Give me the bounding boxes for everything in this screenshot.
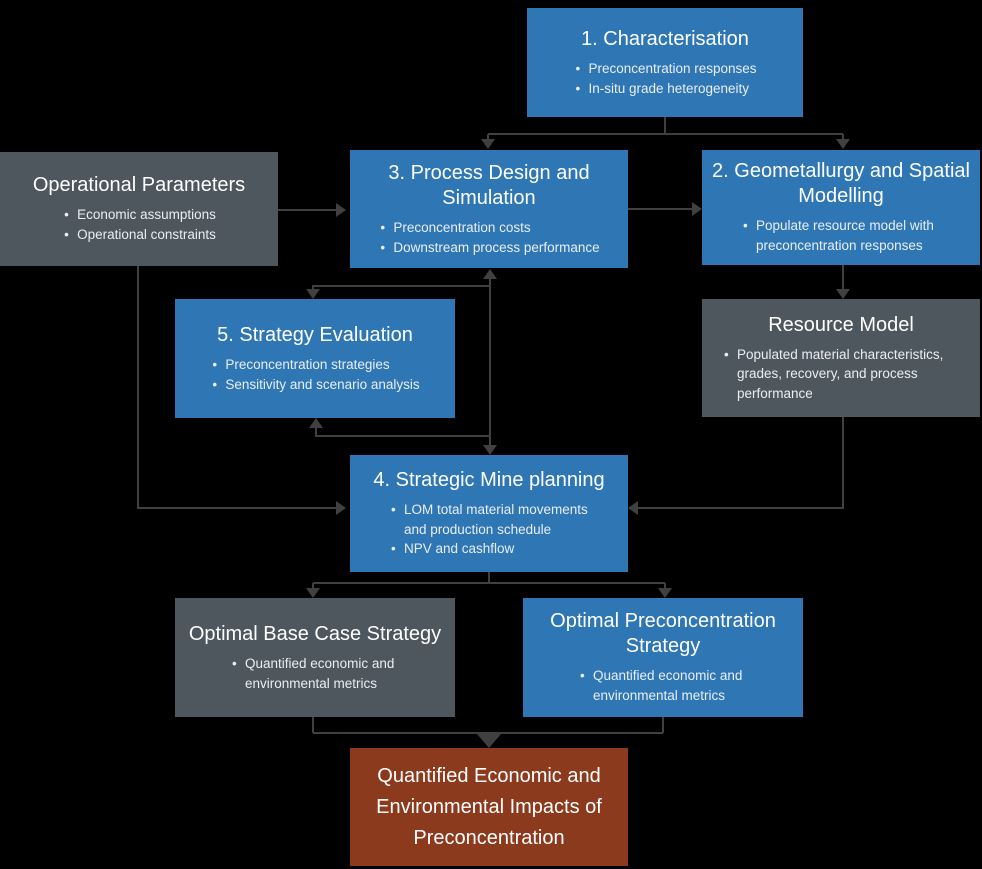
box-resource-model: Resource Model Populated material charac… xyxy=(702,299,980,417)
connector-evaluation-to-planning xyxy=(309,418,490,437)
box-characterisation-title: 1. Characterisation xyxy=(581,27,749,50)
bullet-item: Preconcentration responses xyxy=(573,59,756,79)
box-characterisation-bullets: Preconcentration responses In-situ grade… xyxy=(573,59,756,98)
connector-process-to-evaluation xyxy=(306,285,490,299)
connector-opparams-to-process xyxy=(278,203,346,217)
arrowhead-up-icon xyxy=(309,418,323,428)
box-optimal-base-case: Optimal Base Case Strategy Quantified ec… xyxy=(175,598,455,717)
bullet-item: Populate resource model with preconcentr… xyxy=(741,216,941,255)
box-strategy-evaluation-bullets: Preconcentration strategies Sensitivity … xyxy=(210,355,419,394)
arrowhead-right-icon xyxy=(336,203,346,217)
box-operational-parameters-bullets: Economic assumptions Operational constra… xyxy=(62,205,216,244)
arrowhead-left-icon xyxy=(628,501,638,515)
box-process-design-title: 3. Process Design and Simulation xyxy=(388,161,590,209)
bullet-item: Quantified economic and environmental me… xyxy=(578,666,748,705)
box-optimal-base-case-title: Optimal Base Case Strategy xyxy=(188,622,442,645)
connector-process-to-geomet xyxy=(628,202,702,216)
box-optimal-preconcentration-bullets: Quantified economic and environmental me… xyxy=(578,666,748,705)
bullet-item: Economic assumptions xyxy=(62,205,216,225)
bullet-item: Quantified economic and environmental me… xyxy=(230,654,400,693)
arrowhead-down-icon xyxy=(306,588,320,598)
bullet-item: Preconcentration strategies xyxy=(210,355,419,375)
bullet-item: In-situ grade heterogeneity xyxy=(573,79,756,99)
arrowhead-right-icon xyxy=(336,501,346,515)
box-strategic-mine-planning: 4. Strategic Mine planning LOM total mat… xyxy=(350,455,628,572)
connector-characterisation-split xyxy=(481,117,850,149)
box-resource-model-title: Resource Model xyxy=(768,313,914,336)
arrowhead-down-icon xyxy=(306,289,320,299)
box-optimal-preconcentration: Optimal Preconcentration Strategy Quanti… xyxy=(523,598,803,717)
box-process-design-bullets: Preconcentration costs Downstream proces… xyxy=(378,218,599,257)
box-strategy-evaluation: 5. Strategy Evaluation Preconcentration … xyxy=(175,299,455,418)
arrowhead-down-icon xyxy=(658,588,672,598)
box-geometallurgy-title: 2. Geometallurgy and Spatial Modelling xyxy=(712,160,970,208)
connector-strategies-merge xyxy=(312,717,664,748)
box-impacts: Quantified Economic and Environmental Im… xyxy=(350,748,628,866)
box-strategic-mine-planning-title: 4. Strategic Mine planning xyxy=(373,469,605,492)
arrowhead-down-icon xyxy=(836,139,850,149)
box-geometallurgy: 2. Geometallurgy and Spatial Modelling P… xyxy=(702,150,980,265)
arrowhead-down-large-icon xyxy=(477,734,501,748)
box-optimal-base-case-bullets: Quantified economic and environmental me… xyxy=(230,654,400,693)
box-impacts-title: Quantified Economic and Environmental Im… xyxy=(376,764,602,849)
box-optimal-preconcentration-title: Optimal Preconcentration Strategy xyxy=(550,610,776,658)
connector-planning-split xyxy=(306,572,672,598)
bullet-item: Preconcentration costs xyxy=(378,218,599,238)
bullet-item: NPV and cashflow xyxy=(389,539,589,559)
box-characterisation: 1. Characterisation Preconcentration res… xyxy=(527,8,803,117)
bullet-item: Sensitivity and scenario analysis xyxy=(210,375,419,395)
box-resource-model-bullets: Populated material characteristics, grad… xyxy=(722,345,960,404)
box-operational-parameters-title: Operational Parameters xyxy=(32,174,246,197)
connector-geomet-to-resource xyxy=(836,265,850,299)
connector-process-planning-two-way xyxy=(483,269,497,455)
box-process-design: 3. Process Design and Simulation Preconc… xyxy=(350,150,628,268)
bullet-item: Populated material characteristics, grad… xyxy=(722,345,960,404)
bullet-item: LOM total material movements and product… xyxy=(389,500,589,539)
arrowhead-up-icon xyxy=(483,269,497,279)
arrowhead-down-icon xyxy=(481,139,495,149)
box-operational-parameters: Operational Parameters Economic assumpti… xyxy=(0,152,278,266)
bullet-item: Downstream process performance xyxy=(378,238,599,258)
box-geometallurgy-bullets: Populate resource model with preconcentr… xyxy=(741,216,941,255)
box-strategic-mine-planning-bullets: LOM total material movements and product… xyxy=(389,500,589,559)
arrowhead-down-icon xyxy=(836,289,850,299)
arrowhead-down-icon xyxy=(483,445,497,455)
bullet-item: Operational constraints xyxy=(62,225,216,245)
box-strategy-evaluation-title: 5. Strategy Evaluation xyxy=(217,323,413,346)
connector-resource-to-planning xyxy=(628,417,844,515)
arrowhead-right-icon xyxy=(692,202,702,216)
connector-opparams-to-planning xyxy=(137,266,346,515)
